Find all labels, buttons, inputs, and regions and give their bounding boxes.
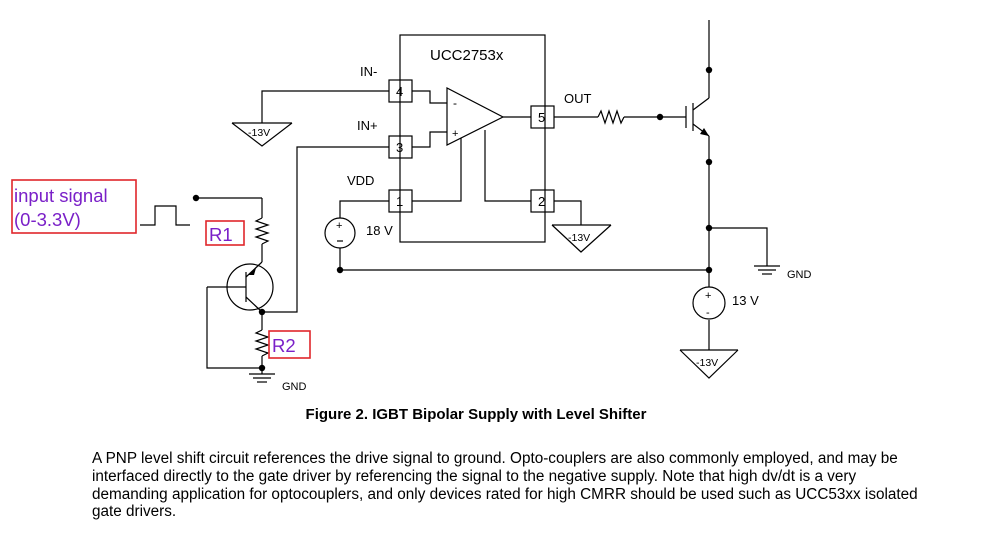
pin-4-number: 4: [396, 84, 403, 99]
vdd-voltage-source: + 18 V: [324, 200, 393, 274]
input-signal-annotation: input signal (0-3.3V): [11, 179, 137, 234]
input-signal-label-line1: input signal: [14, 185, 108, 206]
description-paragraph: A PNP level shift circuit references the…: [92, 450, 918, 521]
r1-annotation: R1: [205, 220, 245, 246]
resistor-r2: [254, 308, 270, 374]
r2-annotation: R2: [268, 330, 311, 359]
igbt-source-plus: +: [705, 290, 711, 302]
pin-label-vdd: VDD: [347, 173, 374, 188]
pin-label-in-minus: IN-: [360, 64, 377, 79]
vdd-source-value: 18 V: [366, 223, 393, 238]
r1-label: R1: [209, 224, 233, 245]
figure-caption: Figure 2. IGBT Bipolar Supply with Level…: [306, 406, 647, 423]
gate-resistor: [554, 109, 686, 125]
igbt-voltage-source: + - 13 V: [692, 286, 759, 320]
comparator-minus: -: [453, 96, 457, 110]
comparator-plus: +: [452, 128, 458, 140]
pin-3-number: 3: [396, 140, 403, 155]
neg13v-label-c: -13V: [696, 357, 718, 369]
pin-label-out: OUT: [564, 91, 592, 106]
neg13v-label-b: -13V: [568, 232, 590, 244]
gnd-label-right: GND: [787, 269, 812, 281]
igbt-source-minus: -: [706, 307, 710, 319]
input-pulse-waveform: [140, 205, 190, 226]
neg13v-label-a: -13V: [248, 127, 270, 139]
vdd-source-plus: +: [336, 220, 342, 232]
pin-5-number: 5: [538, 110, 545, 125]
comparator-triangle: [446, 87, 505, 146]
pin-label-in-plus: IN+: [357, 118, 378, 133]
neg13v-symbol-pin2: -13V: [551, 200, 612, 253]
gnd-label-bottom: GND: [282, 381, 307, 393]
input-signal-label-line2: (0-3.3V): [14, 209, 81, 230]
igbt-transistor: [685, 20, 713, 287]
pin-2-number: 2: [538, 194, 545, 209]
neg13v-symbol-in-minus: -13V: [231, 90, 389, 147]
pnp-transistor: [207, 261, 274, 313]
neg13v-symbol-igbt: -13V: [679, 320, 739, 379]
igbt-source-value: 13 V: [732, 293, 759, 308]
ground-symbol-right: GND: [709, 227, 812, 281]
ground-symbol-bottom: GND: [249, 373, 307, 393]
pin-1-number: 1: [396, 194, 403, 209]
resistor-r1: [254, 198, 270, 262]
gate-driver-ic: UCC2753x 4 3 1 5 2 - +: [388, 34, 555, 243]
ic-name: UCC2753x: [430, 47, 504, 64]
r2-label: R2: [272, 335, 296, 356]
